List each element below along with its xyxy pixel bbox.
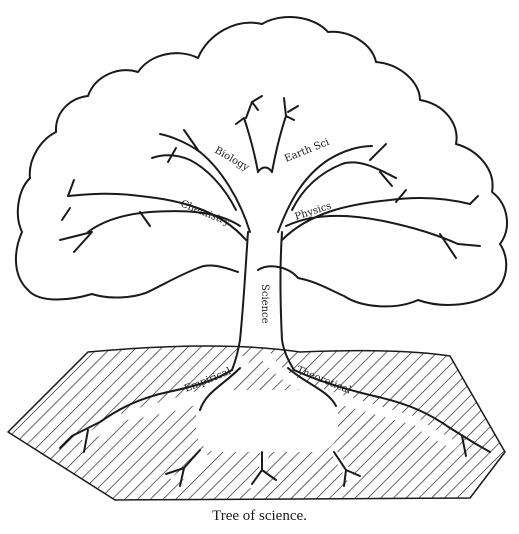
ground-hatched-area: [0, 330, 519, 510]
branch-label-earth-sci: Earth Sci: [283, 137, 331, 165]
branch-physics: [282, 190, 480, 258]
branch-label-physics: Physics: [294, 201, 333, 223]
trunk-label-science: Science: [259, 284, 270, 324]
figure-caption: Tree of science.: [0, 508, 519, 525]
branch-label-chemistry: Chemistry: [179, 199, 232, 229]
foliage-lower-left: [28, 265, 238, 299]
foliage-outline: [16, 17, 507, 306]
